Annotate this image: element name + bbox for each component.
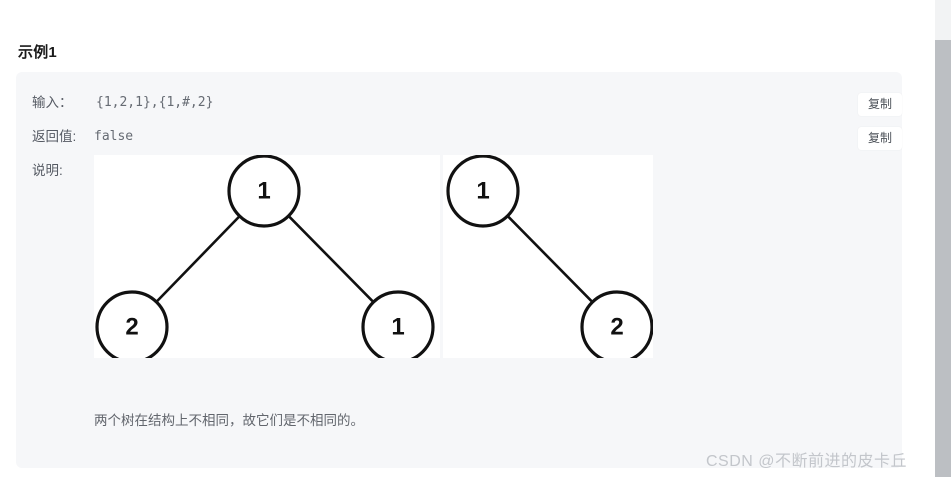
tree-right-svg: 12 — [446, 155, 653, 358]
description-row: 说明: — [16, 156, 902, 186]
node-root-label: 1 — [257, 178, 270, 205]
scrollbar-track-top[interactable] — [935, 0, 951, 40]
explanation-text: 两个树在结构上不相同，故它们是不相同的。 — [94, 413, 364, 428]
tree-left-svg: 1 2 1 — [95, 155, 435, 358]
watermark: CSDN @不断前进的皮卡丘 — [706, 453, 908, 470]
copy-input-button[interactable]: 复制 — [858, 93, 902, 116]
node-root-circle — [446, 155, 520, 228]
scrollbar-thumb[interactable] — [935, 40, 951, 477]
node-right-circle — [361, 290, 435, 358]
page-title: 示例1 — [18, 44, 57, 61]
binary-tree-figure-left: 1 2 1 — [94, 155, 440, 358]
copy-return-button[interactable]: 复制 — [858, 127, 902, 150]
node-right-label: 1 — [391, 314, 404, 341]
input-label: 输入： — [32, 95, 73, 110]
node-right-label: 2 — [610, 314, 623, 341]
edge-root-right — [287, 215, 375, 303]
input-value: {1,2,1},{1,#,2} — [96, 95, 214, 110]
return-row: 返回值: false — [16, 122, 902, 152]
input-row: 输入： {1,2,1},{1,#,2} — [16, 88, 902, 118]
edge-root-right — [506, 215, 594, 303]
return-label: 返回值: — [32, 129, 77, 144]
example-card: 输入： {1,2,1},{1,#,2} 复制 返回值: false 复制 说明:… — [16, 72, 902, 468]
node-left-label: 2 — [125, 314, 138, 341]
return-value: false — [94, 129, 134, 144]
description-label: 说明: — [32, 163, 63, 178]
vertical-scrollbar[interactable] — [935, 0, 951, 477]
node-right-circle — [580, 290, 653, 358]
edge-root-left — [155, 215, 241, 303]
node-root-circle — [227, 155, 301, 228]
node-left-circle — [95, 290, 169, 358]
node-root-label: 1 — [476, 178, 489, 205]
